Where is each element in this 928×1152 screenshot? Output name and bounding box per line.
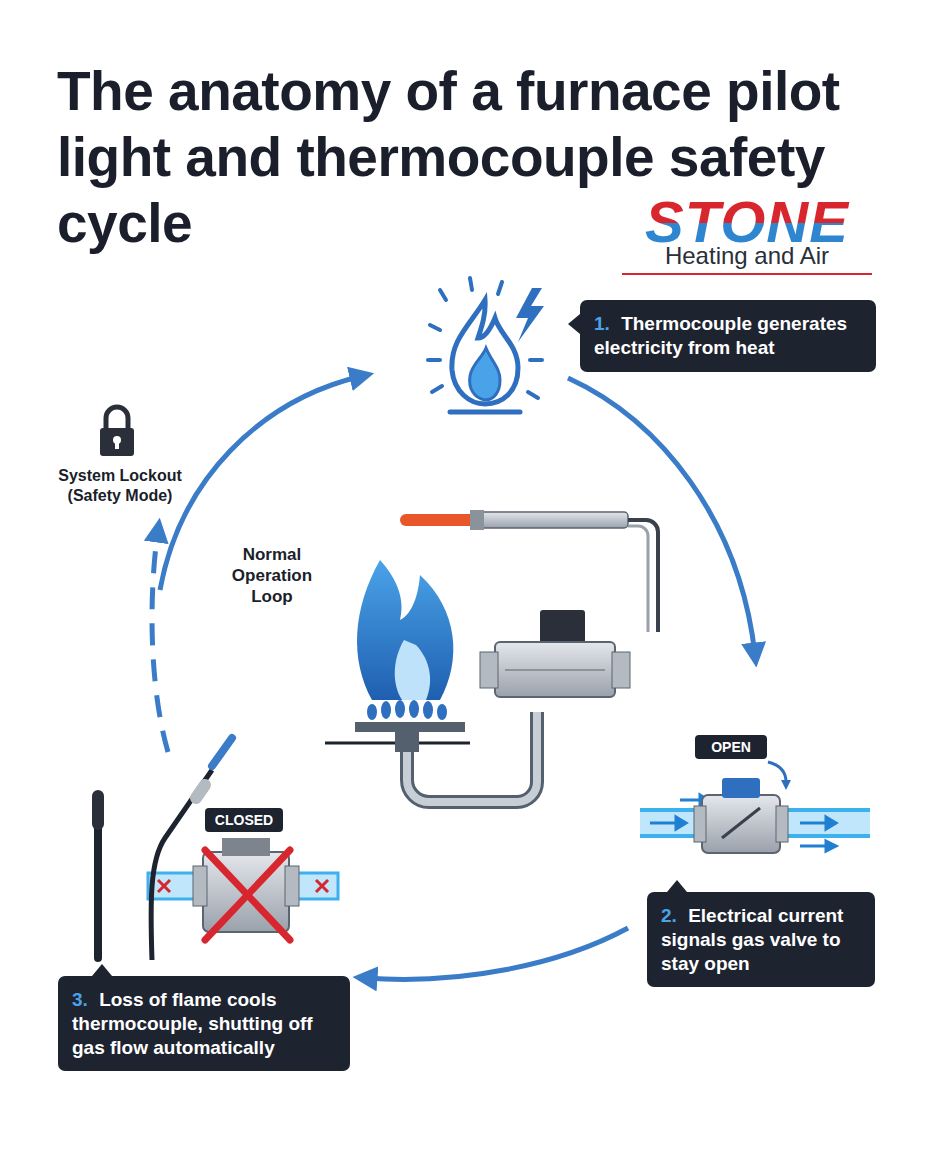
- loop-label: Normal Operation Loop: [222, 544, 322, 607]
- callout-pointer: [92, 964, 112, 976]
- callout-box: 2. Electrical current signals gas valve …: [647, 892, 875, 987]
- valve-state: CLOSED: [205, 808, 283, 832]
- logo-subtitle: Heating and Air: [618, 242, 876, 270]
- callout-number: 1.: [594, 313, 610, 334]
- callout-box: 1. Thermocouple generates electricity fr…: [580, 300, 876, 372]
- state-label: System Lockout (Safety Mode): [40, 466, 200, 506]
- callout-pointer: [568, 314, 580, 334]
- pilot-assembly: [325, 510, 658, 802]
- closed-valve: [92, 738, 338, 962]
- callout-number: 3.: [72, 989, 88, 1010]
- callout-text: Thermocouple generates electricity from …: [594, 313, 847, 358]
- callout-text: Electrical current signals gas valve to …: [661, 905, 843, 974]
- callout-pointer: [667, 880, 687, 892]
- valve-state: OPEN: [695, 735, 767, 759]
- callout-box: 3. Loss of flame cools thermocouple, shu…: [58, 976, 350, 1071]
- lock-icon: [100, 407, 134, 456]
- callout-number: 2.: [661, 905, 677, 926]
- flame-icon: [428, 278, 544, 412]
- open-valve: [640, 735, 870, 853]
- callout-text: Loss of flame cools thermocouple, shutti…: [72, 989, 313, 1058]
